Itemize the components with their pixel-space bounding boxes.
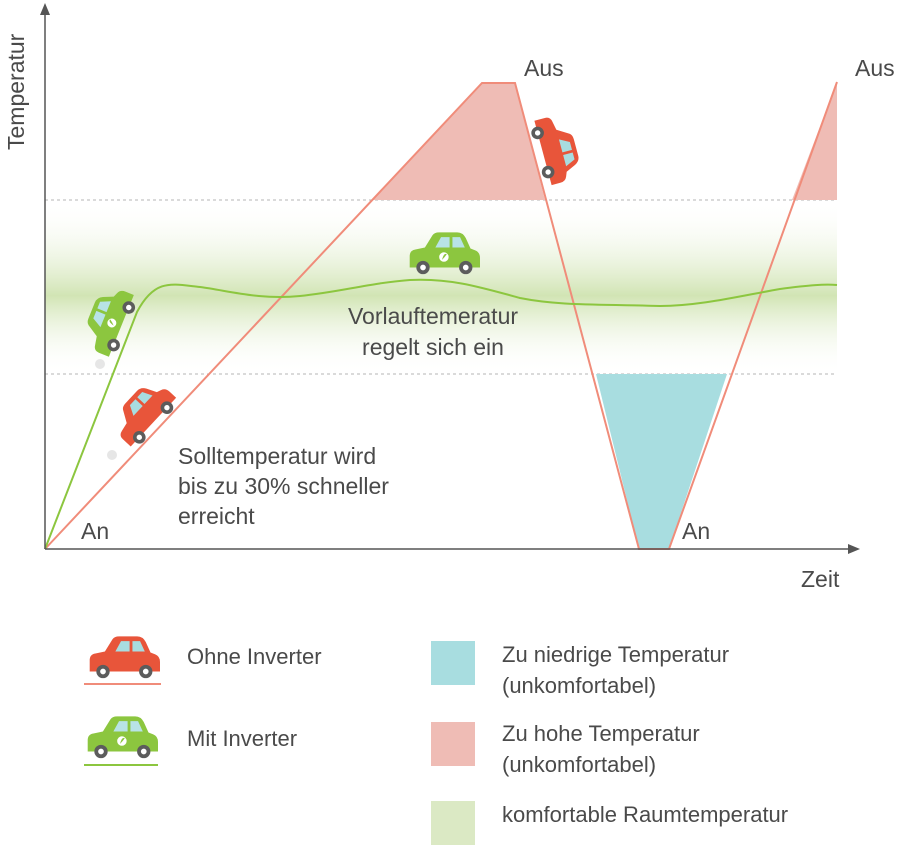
legend-with-inverter-label: Mit Inverter xyxy=(187,726,297,751)
aus-label-second: Aus xyxy=(855,55,895,81)
red-car-climbing-icon xyxy=(106,375,181,451)
target-temperature-note-line2: bis zu 30% schneller xyxy=(178,473,389,499)
legend-too-high-swatch xyxy=(431,722,475,766)
x-axis-arrow-icon xyxy=(848,544,860,554)
x-axis-label: Zeit xyxy=(801,566,840,592)
y-axis-arrow-icon xyxy=(40,3,50,15)
with-inverter-line xyxy=(44,278,838,550)
too-low-area xyxy=(596,374,727,549)
without-inverter-line xyxy=(44,81,838,550)
legend-comfort-label: komfortable Raumtemperatur xyxy=(502,802,788,827)
too-high-area-first xyxy=(372,83,545,200)
legend-without-inverter-label: Ohne Inverter xyxy=(187,644,322,669)
legend-too-low-swatch xyxy=(431,641,475,685)
comfort-band xyxy=(45,200,837,374)
legend-too-low-label-line1: Zu niedrige Temperatur xyxy=(502,642,729,667)
aus-label-first: Aus xyxy=(524,55,564,81)
legend-too-low-label-line2: (unkomfortabel) xyxy=(502,673,656,698)
an-label-second: An xyxy=(682,518,710,544)
target-temperature-note-line3: erreicht xyxy=(178,503,255,529)
legend-comfort-swatch xyxy=(431,801,475,845)
y-axis-label: Temperatur xyxy=(3,33,29,150)
legend-with-inverter-icon xyxy=(87,716,158,759)
legend-without-inverter-icon xyxy=(89,636,160,679)
exhaust-puff-icon xyxy=(95,359,105,369)
flow-temperature-note-line2: regelt sich ein xyxy=(362,334,504,360)
legend: Ohne Inverter Mit Inverter Zu niedrige T… xyxy=(84,636,788,845)
target-temperature-note-line1: Solltemperatur wird xyxy=(178,443,376,469)
flow-temperature-note-line1: Vorlauftemeratur xyxy=(348,303,518,329)
legend-too-high-label-line2: (unkomfortabel) xyxy=(502,752,656,777)
exhaust-puff-icon-2 xyxy=(107,450,117,460)
an-label-first: An xyxy=(81,518,109,544)
legend-too-high-label-line1: Zu hohe Temperatur xyxy=(502,721,700,746)
